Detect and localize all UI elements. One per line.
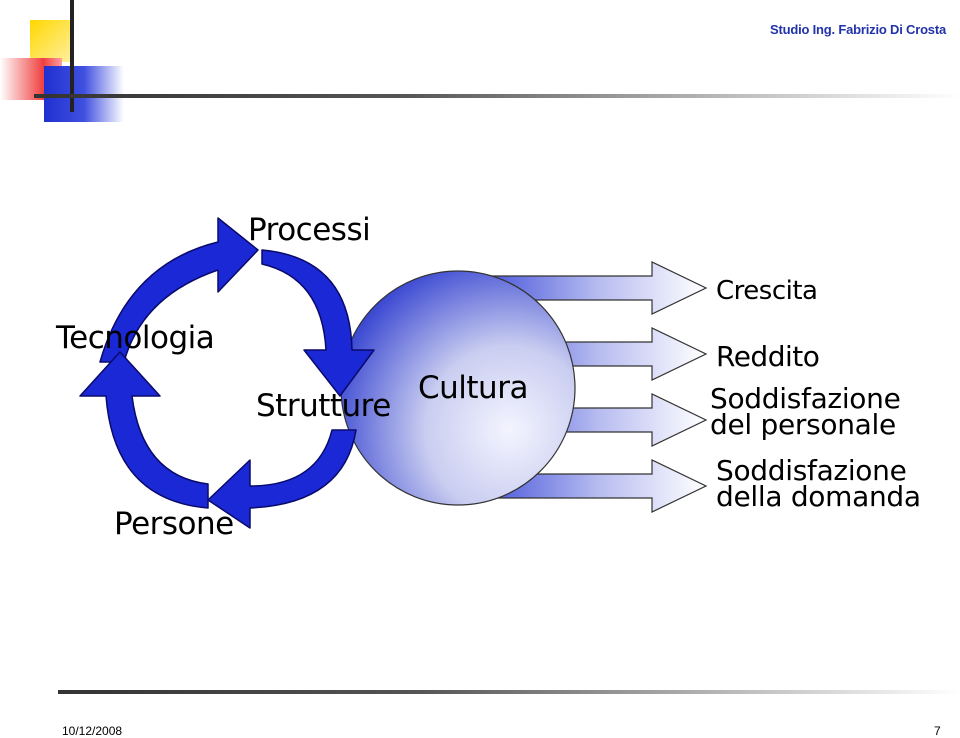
label-soddisfazione-domanda-1: Soddisfazione xyxy=(716,454,907,487)
label-crescita: Crescita xyxy=(716,276,818,306)
label-cultura: Cultura xyxy=(418,370,528,406)
label-soddisfazione-personale-1: Soddisfazione xyxy=(710,382,901,415)
arrow-processi-strutture xyxy=(261,249,375,397)
header-divider xyxy=(34,94,960,98)
arrow-persone-tecnologia xyxy=(79,351,209,509)
page-number: 7 xyxy=(934,724,941,738)
arrow-tecnologia-processi xyxy=(99,217,259,363)
cycle-arrows xyxy=(79,217,375,529)
label-tecnologia: Tecnologia xyxy=(56,320,215,356)
label-processi: Processi xyxy=(248,212,371,248)
label-reddito: Reddito xyxy=(716,340,820,373)
label-soddisfazione-domanda-2: della domanda xyxy=(716,480,921,513)
vertical-line xyxy=(70,0,74,112)
yellow-square xyxy=(30,20,72,62)
arrow-strutture-persone xyxy=(207,429,357,529)
studio-logo-text: Studio Ing. Fabrizio Di Crosta xyxy=(770,22,947,37)
label-soddisfazione-personale-2: del personale xyxy=(710,408,896,441)
arrow-soddisfazione-domanda xyxy=(469,459,708,513)
footer-date: 10/12/2008 xyxy=(62,724,123,738)
label-persone: Persone xyxy=(114,506,234,542)
label-strutture: Strutture xyxy=(256,388,391,424)
footer-divider xyxy=(58,690,960,694)
